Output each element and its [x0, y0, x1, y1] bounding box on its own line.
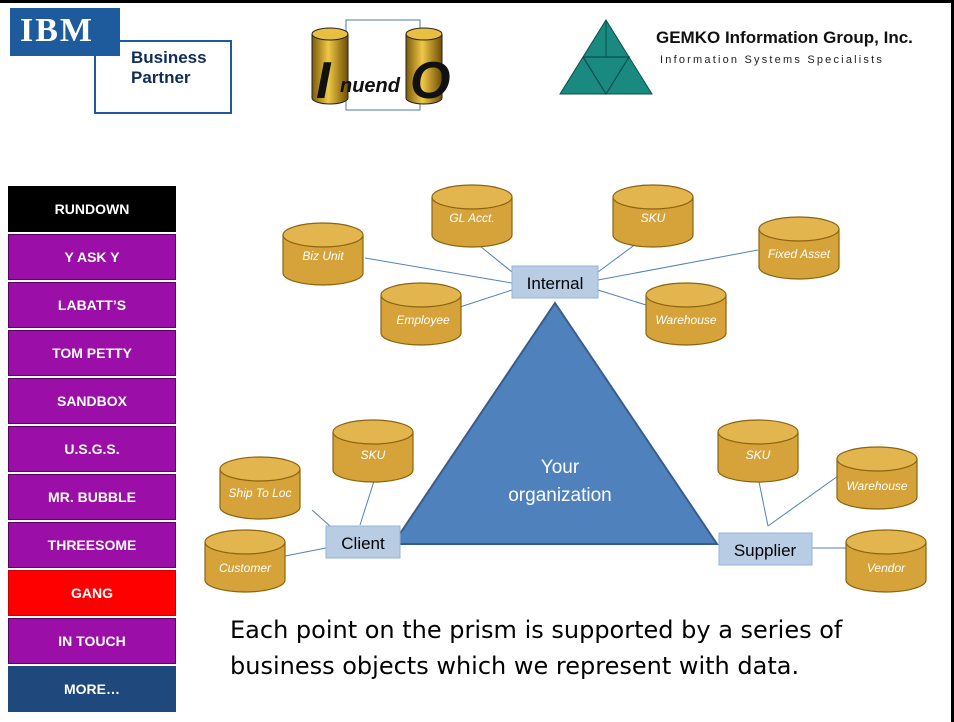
svg-text:Customer: Customer — [219, 561, 272, 575]
business-object-customer: Customer — [204, 529, 286, 593]
business-object-biz-unit: Biz Unit — [282, 222, 364, 286]
innuendo-logo: I nuend O — [311, 19, 450, 111]
triangle-label-line2: organization — [508, 485, 612, 506]
gemko-title: GEMKO Information Group, Inc. — [656, 28, 913, 47]
svg-text:Ship To Loc: Ship To Loc — [229, 486, 292, 500]
innuendo-nuend: nuend — [340, 75, 401, 97]
nav-tom-petty[interactable]: TOM PETTY — [8, 330, 176, 376]
organization-triangle — [391, 301, 719, 545]
ibm-logo-block — [10, 8, 120, 56]
svg-text:Fixed Asset: Fixed Asset — [768, 247, 831, 261]
nav-more[interactable]: MORE… — [8, 666, 176, 712]
svg-text:Biz Unit: Biz Unit — [302, 249, 344, 263]
svg-text:SKU: SKU — [641, 211, 666, 225]
top-border — [0, 0, 954, 3]
svg-text:Vendor: Vendor — [867, 561, 906, 575]
business-partner-line1: Business — [131, 48, 207, 67]
business-object-sku-supplier: SKU — [717, 419, 799, 483]
business-object-employee: Employee — [380, 282, 462, 346]
business-object-sku-client: SKU — [332, 419, 414, 483]
hub-client: Client — [325, 525, 401, 559]
svg-text:Internal: Internal — [527, 274, 584, 293]
triangle-label-line1: Your — [541, 457, 580, 478]
svg-text:Employee: Employee — [396, 313, 450, 327]
nav-sandbox[interactable]: SANDBOX — [8, 378, 176, 424]
svg-text:GL Acct.: GL Acct. — [449, 211, 494, 225]
business-object-warehouse-supplier: Warehouse — [836, 446, 918, 510]
business-partner-line2: Partner — [131, 68, 191, 87]
nav-usgs[interactable]: U.S.G.S. — [8, 426, 176, 472]
hub-supplier: Supplier — [718, 532, 813, 566]
svg-text:Supplier: Supplier — [734, 541, 797, 560]
nav-in-touch[interactable]: IN TOUCH — [8, 618, 176, 664]
svg-text:Warehouse: Warehouse — [846, 479, 907, 493]
business-object-gl-acct: GL Acct. — [431, 184, 513, 248]
business-object-warehouse-internal: Warehouse — [645, 282, 727, 346]
svg-text:Warehouse: Warehouse — [655, 313, 716, 327]
ibm-logo-text: IBM — [20, 12, 94, 49]
nav-rundown[interactable]: RUNDOWN — [8, 186, 176, 232]
gemko-subtitle: Information Systems Specialists — [660, 54, 885, 66]
business-object-fixed-asset: Fixed Asset — [758, 216, 840, 280]
svg-text:SKU: SKU — [361, 448, 386, 462]
hub-internal: Internal — [511, 265, 599, 299]
gemko-pyramid-icon — [559, 19, 653, 96]
nav-gang[interactable]: GANG — [8, 570, 176, 616]
prism-diagram: Your organization Biz Unit GL Acct. SKU … — [204, 184, 927, 593]
caption-text: Each point on the prism is supported by … — [230, 616, 843, 680]
nav-threesome[interactable]: THREESOME — [8, 522, 176, 568]
business-object-vendor: Vendor — [845, 529, 927, 593]
business-object-sku-internal: SKU — [612, 184, 694, 248]
innuendo-i: I — [316, 52, 332, 110]
svg-text:Client: Client — [341, 534, 385, 553]
nav-labatts[interactable]: LABATT’S — [8, 282, 176, 328]
innuendo-o: O — [410, 52, 450, 110]
nav-mr-bubble[interactable]: MR. BUBBLE — [8, 474, 176, 520]
business-partner-text: Business Partner — [131, 48, 207, 88]
nav-y-ask-y[interactable]: Y ASK Y — [8, 234, 176, 280]
svg-text:SKU: SKU — [746, 448, 771, 462]
right-border — [951, 0, 954, 722]
business-object-ship-to-loc: Ship To Loc — [219, 456, 301, 520]
sidebar-nav: RUNDOWN Y ASK Y LABATT’S TOM PETTY SANDB… — [8, 186, 176, 714]
